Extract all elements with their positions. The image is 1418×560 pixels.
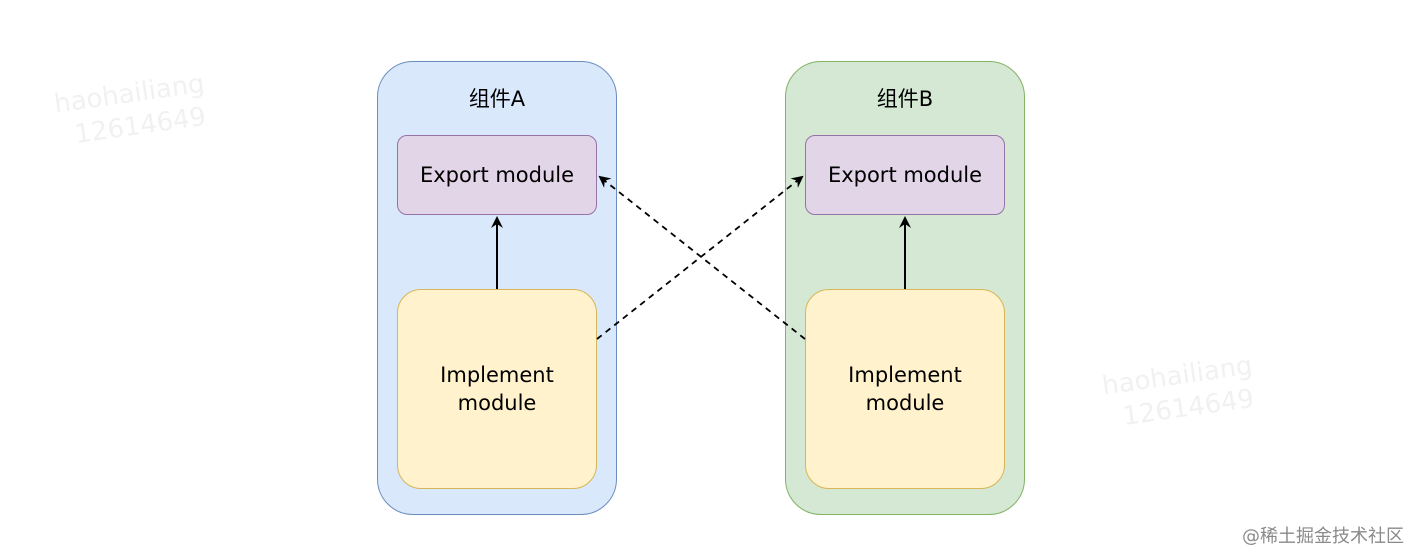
component-b-export-module: Export module [805,135,1005,215]
component-a-implement-module: Implement module [397,289,597,489]
component-a-export-module: Export module [397,135,597,215]
a-implement-to-b-export-arrow [596,175,804,340]
component-a-title: 组件A [468,87,526,111]
component-a-implement-label: Implement module [440,362,554,415]
b-implement-to-a-export-arrow [598,175,806,340]
component-b-implement-module: Implement module [805,289,1005,489]
watermark-text: haohailiang 12614649 [1100,350,1259,435]
component-b-title: 组件B [876,87,934,111]
component-b-export-label: Export module [827,163,983,187]
component-b-implement-label: Implement module [848,362,962,415]
source-credit: @稀土掘金技术社区 [1242,526,1404,547]
watermark-text: haohailiang 12614649 [52,68,211,153]
component-a-export-label: Export module [419,163,575,187]
